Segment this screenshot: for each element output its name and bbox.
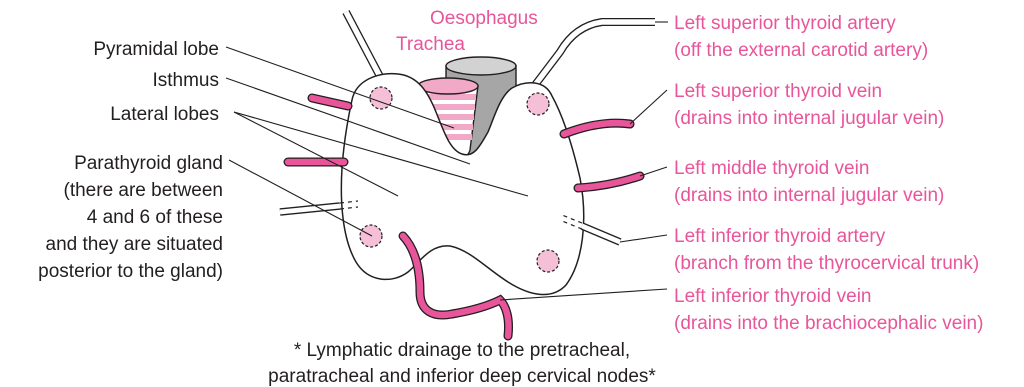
parathyroid-gland [527,93,549,115]
label-superior-artery-name: Left superior thyroid artery [674,13,896,34]
label-isthmus: Isthmus [152,70,219,91]
label-oesophagus: Oesophagus [430,8,538,29]
label-inferior-artery-note: (branch from the thyrocervical trunk) [674,253,979,274]
label-parathyroid-line-2: (there are between [64,180,224,201]
label-pyramidal-lobe: Pyramidal lobe [93,39,219,60]
footnote-line-1: * Lymphatic drainage to the pretracheal, [294,340,630,361]
left-superior-thyroid-artery [535,22,655,85]
label-superior-artery-note: (off the external carotid artery) [674,40,928,61]
label-superior-vein-name: Left superior thyroid vein [674,81,882,102]
label-parathyroid-line-4: and they are situated [46,234,223,255]
label-superior-vein-note: (drains into internal jugular vein) [674,108,944,129]
parathyroid-gland [370,87,392,109]
label-parathyroid-line-3: 4 and 6 of these [87,207,223,228]
label-parathyroid-line-1: Parathyroid gland [74,153,223,174]
label-inferior-vein-note: (drains into the brachiocephalic vein) [674,313,983,334]
label-middle-vein-name: Left middle thyroid vein [674,158,869,179]
label-lateral-lobes: Lateral lobes [110,104,219,125]
label-inferior-vein-name: Left inferior thyroid vein [674,286,872,307]
label-parathyroid-line-5: posterior to the gland) [38,261,223,282]
footnote-line-2: paratracheal and inferior deep cervical … [268,366,656,387]
label-trachea: Trachea [396,34,465,55]
label-middle-vein-note: (drains into internal jugular vein) [674,185,944,206]
label-inferior-artery-name: Left inferior thyroid artery [674,226,886,247]
parathyroid-gland [537,250,559,272]
